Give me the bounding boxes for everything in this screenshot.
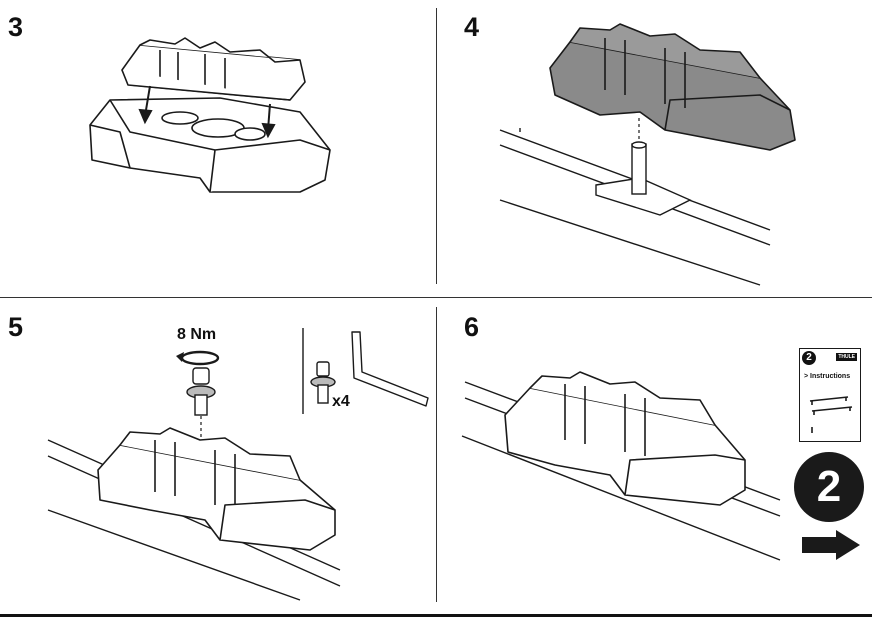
horizontal-divider [0,297,872,298]
step-4-number: 4 [464,12,480,42]
quantity-label: x4 [332,393,350,410]
booklet-thumbnail: 2 THULE > Instructions [799,348,861,442]
vertical-divider-bottom [436,307,437,602]
foot-on-rail-drawing [499,23,796,286]
foot-pad-assembly-drawing [89,37,331,193]
bottom-rule [0,614,872,617]
vertical-divider-top [436,8,437,284]
booklet-instructions-link: > Instructions [804,373,851,380]
step-5-number: 5 [8,312,24,342]
bolt-tightening-drawing [47,328,429,601]
booklet-brand: THULE [836,353,857,361]
torque-label: 8 Nm [177,326,217,343]
step-6-number: 6 [464,312,480,342]
next-step-badge: 2 [794,452,864,522]
step-3-number: 3 [8,12,24,42]
next-arrow-icon [800,528,862,567]
booklet-step-badge: 2 [802,351,816,365]
roof-bars-icon [809,396,853,433]
